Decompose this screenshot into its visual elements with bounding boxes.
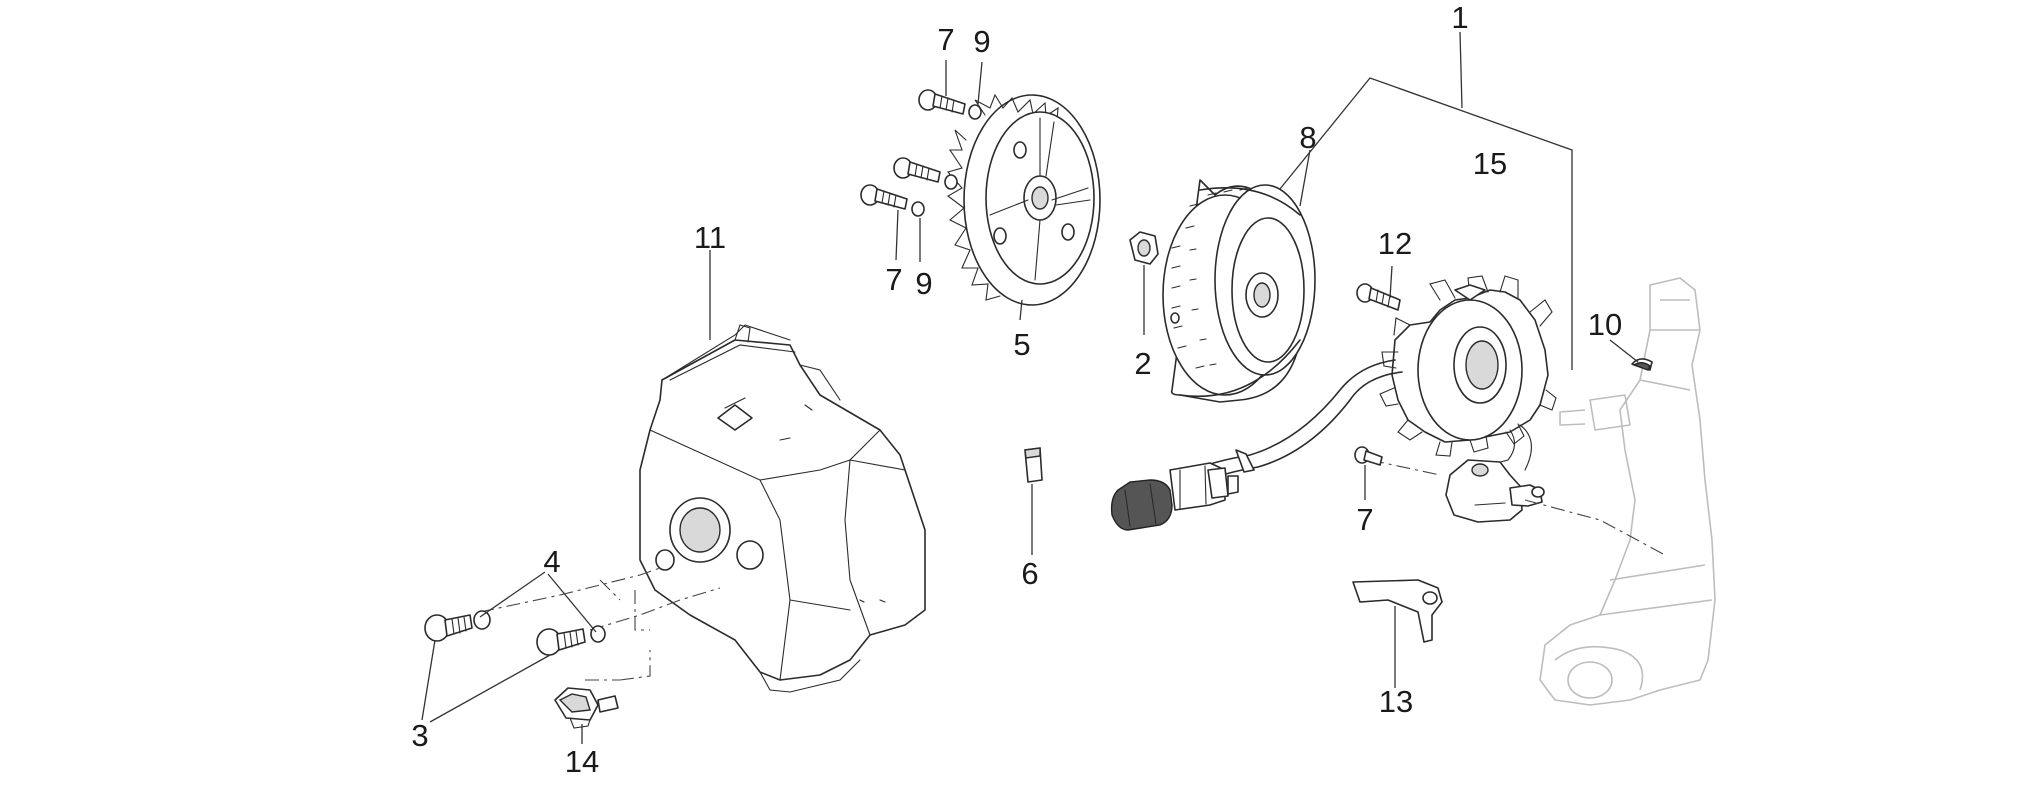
callout-13: 13: [1379, 684, 1413, 719]
callout-5: 5: [1013, 327, 1030, 362]
callout-4: 4: [543, 544, 560, 579]
pickup-sensor: [1445, 459, 1545, 523]
screw-part-3b: [536, 628, 586, 656]
assembly-axes-right: [1369, 459, 1666, 556]
bracket-leader-1: [1197, 31, 1573, 370]
key-part-6: [1024, 447, 1043, 555]
callout-11: 11: [694, 220, 726, 255]
callout-12: 12: [1378, 226, 1412, 261]
sensor-part-14: [554, 687, 619, 729]
assembly-axes-left: [479, 567, 721, 681]
callout-labels: 1 2 3 4 5 6 7 7 7 8 9 9 10 11 12 13 14 1…: [411, 0, 1622, 779]
fan-screw-part-7-top: [918, 89, 982, 120]
screw-part-7-right: [1354, 446, 1383, 500]
callout-15: 15: [1473, 146, 1507, 181]
engine-casing-ghost: [1539, 277, 1716, 706]
stator-part-15: [1194, 275, 1557, 483]
callout-14: 14: [565, 744, 599, 779]
rotor-part-8: [1162, 149, 1316, 403]
fan-screw-part-7-mid: [893, 157, 958, 190]
callout-3: 3: [411, 718, 428, 753]
callout-1: 1: [1451, 0, 1468, 35]
screw-part-3a: [424, 614, 473, 642]
fan-part-5: [947, 93, 1101, 306]
washer-part-9-top: [968, 104, 982, 120]
leaders-fan-group: [895, 60, 1023, 321]
washer-part-9-mid: [944, 174, 958, 190]
washer-part-9-low: [911, 201, 925, 217]
callout-7-mid: 7: [885, 262, 902, 297]
nut-part-2: [1129, 231, 1159, 335]
callout-7-top: 7: [937, 22, 954, 57]
callout-7-right: 7: [1356, 502, 1373, 537]
leaders-left-group: [421, 250, 711, 744]
screw-part-12: [1356, 265, 1401, 311]
callout-9-top: 9: [973, 24, 990, 59]
callout-10: 10: [1588, 307, 1622, 342]
cooling-shroud-part-11: [639, 324, 926, 693]
callout-6: 6: [1021, 556, 1038, 591]
callout-8: 8: [1299, 120, 1316, 155]
harness-connector: [1110, 462, 1239, 531]
callout-9-mid: 9: [915, 266, 932, 301]
callout-2: 2: [1134, 346, 1151, 381]
woodruff-key-part-10: [1609, 339, 1653, 371]
bracket-part-13: [1352, 579, 1443, 688]
fan-screw-part-7-low: [860, 184, 925, 217]
washer-part-4a: [473, 610, 491, 630]
